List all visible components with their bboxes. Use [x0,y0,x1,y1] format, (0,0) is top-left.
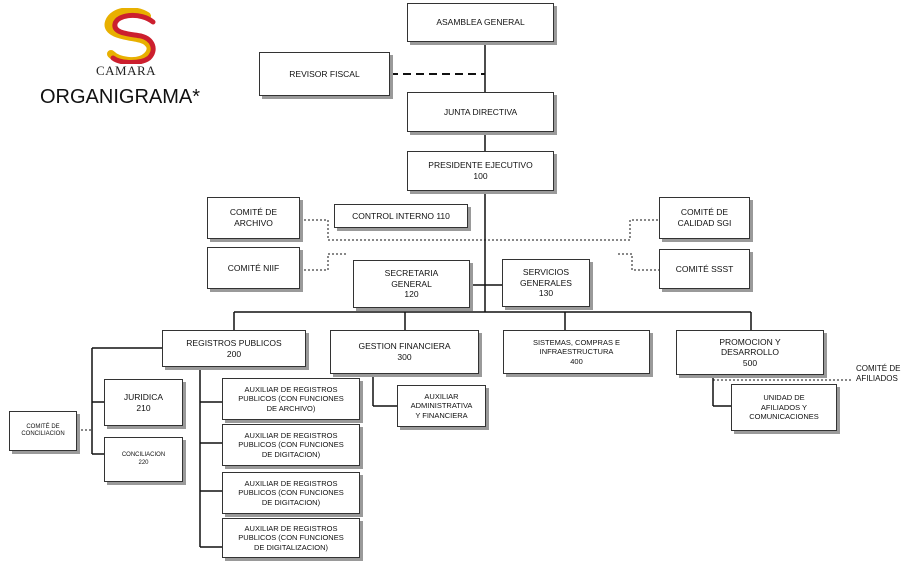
node-label: ADMINISTRATIVA [410,401,473,411]
node-juridica: JURIDICA 210 [104,379,183,426]
node-comite-archivo: COMITÉ DE ARCHIVO [207,197,300,239]
node-comite-conciliacion: COMITÉ DE CONCILIACION [9,411,77,451]
node-auxiliar-registros-digitacion-1: AUXILIAR DE REGISTROS PUBLICOS (CON FUNC… [222,424,360,466]
node-label: DE DIGITACION) [261,449,321,459]
node-label: DE ARCHIVO) [266,403,316,413]
node-label: PUBLICOS (CON FUNCIONES [238,394,344,404]
node-label: PROMOCION Y [719,336,781,347]
node-control-interno: CONTROL INTERNO 110 [334,204,468,228]
node-revisor-fiscal: REVISOR FISCAL [259,52,390,96]
node-label: AUXILIAR [424,391,459,401]
node-label: GENERALES [520,277,572,288]
node-code: 100 [473,171,488,181]
node-unidad-afiliados: UNIDAD DE AFILIADOS Y COMUNICACIONES [731,384,837,431]
node-sistemas-compras: SISTEMAS, COMPRAS E INFRAESTRUCTURA 400 [503,330,650,374]
node-label: UNIDAD DE [763,393,805,403]
node-conciliacion: CONCILIACION 220 [104,437,183,482]
node-auxiliar-registros-digitacion-2: AUXILIAR DE REGISTROS PUBLICOS (CON FUNC… [222,472,360,514]
node-label: DESARROLLO [720,347,780,358]
node-label: COMITÉ SSST [675,263,734,274]
node-label: ARCHIVO [234,218,273,228]
node-label: CALIDAD SGI [677,218,732,228]
node-label: CONTROL INTERNO 110 [352,210,450,221]
node-label: Y FINANCIERA [415,410,468,420]
node-label: COMITÉ DE [26,423,60,430]
node-registros-publicos: REGISTROS PUBLICOS 200 [162,330,306,367]
node-label: REVISOR FISCAL [289,68,360,79]
node-label: CONCILIACION [121,452,166,458]
node-label: CONCILIACION [21,431,65,437]
node-code: 210 [136,402,151,413]
node-code: 400 [570,356,583,366]
node-label: AFILIADOS [856,374,898,383]
node-label: GESTION FINANCIERA [358,341,451,352]
node-label: PUBLICOS (CON FUNCIONES [238,533,344,543]
node-label: REGISTROS PUBLICOS [186,337,282,348]
node-label: ASAMBLEA GENERAL [436,17,525,28]
node-comite-ssst: COMITÉ SSST [659,249,750,289]
node-label: AUXILIAR DE REGISTROS [244,430,338,440]
node-asamblea-general: ASAMBLEA GENERAL [407,3,554,42]
node-comite-afiliados: COMITÉ DE AFILIADOS [856,364,900,384]
node-label: AUXILIAR DE REGISTROS [244,384,338,394]
node-label: COMITÉ NIIF [227,262,280,273]
node-label: INFRAESTRUCTURA [539,347,614,357]
node-label: PUBLICOS (CON FUNCIONES [238,488,344,498]
node-code: 220 [138,459,149,466]
node-auxiliar-registros-digitalizacion: AUXILIAR DE REGISTROS PUBLICOS (CON FUNC… [222,518,360,558]
node-code: 120 [404,289,419,300]
node-presidente-ejecutivo: PRESIDENTE EJECUTIVO 100 [407,151,554,191]
node-promocion-desarrollo: PROMOCION Y DESARROLLO 500 [676,330,824,375]
node-label: COMITÉ DE [229,207,278,218]
node-label: GENERAL [391,278,432,289]
node-label: COMITÉ DE [680,207,729,218]
page-title: ORGANIGRAMA* [40,86,201,108]
node-comite-niif: COMITÉ NIIF [207,247,300,289]
node-label: AUXILIAR DE REGISTROS [244,478,338,488]
node-code: 200 [226,348,242,359]
node-label: JURIDICA [123,391,164,402]
node-label: DE DIGITACION) [261,497,321,507]
node-label: DE DIGITALIZACION) [253,542,329,552]
node-label: AFILIADOS Y [760,402,808,412]
node-auxiliar-administrativa: AUXILIAR ADMINISTRATIVA Y FINANCIERA [397,385,486,427]
node-secretaria-general: SECRETARIA GENERAL 120 [353,260,470,308]
node-auxiliar-registros-archivo: AUXILIAR DE REGISTROS PUBLICOS (CON FUNC… [222,378,360,420]
node-junta-directiva: JUNTA DIRECTIVA [407,92,554,132]
node-label: SISTEMAS, COMPRAS E [532,337,621,347]
node-code: 300 [397,352,412,362]
node-label: SECRETARIA [384,268,439,279]
logo-text: CAMARA [96,63,157,78]
node-label: SERVICIOS [522,267,570,278]
node-code: 130 [538,288,554,299]
node-servicios-generales: SERVICIOS GENERALES 130 [502,259,590,307]
node-label: JUNTA DIRECTIVA [443,106,518,117]
node-label: PRESIDENTE EJECUTIVO [428,160,533,171]
node-comite-calidad: COMITÉ DE CALIDAD SGI [659,197,750,239]
node-label: PUBLICOS (CON FUNCIONES [238,440,344,450]
node-code: 500 [742,357,758,368]
node-gestion-financiera: GESTION FINANCIERA 300 [330,330,479,374]
node-label: AUXILIAR DE REGISTROS [244,523,338,533]
node-label: COMUNICACIONES [749,412,819,422]
camara-logo-icon [104,8,156,64]
node-label: COMITÉ DE [856,364,901,373]
